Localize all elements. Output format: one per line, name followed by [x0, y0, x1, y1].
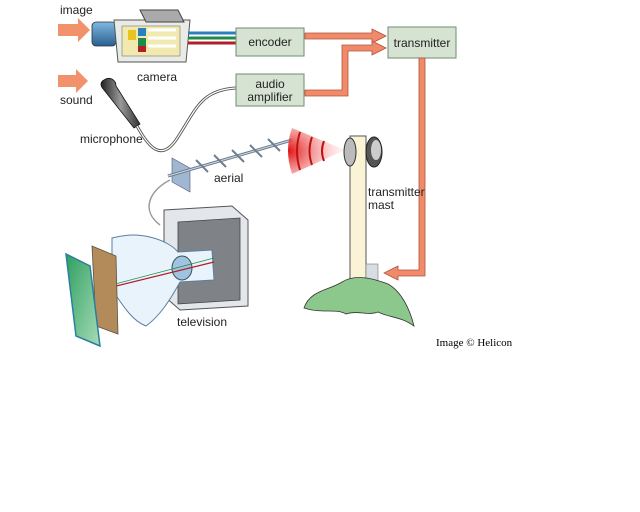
hill: [303, 277, 415, 327]
aerial-label: aerial: [214, 171, 243, 185]
audio-amplifier-box: audio amplifier: [235, 73, 305, 107]
microphone-label: microphone: [80, 132, 143, 146]
camera-illustration: [91, 9, 191, 63]
encoder-to-transmitter-arrow: [304, 28, 387, 44]
sound-input-arrow: [58, 69, 88, 93]
microphone-illustration: [100, 78, 237, 153]
sound-label: sound: [60, 93, 93, 107]
image-credit: Image © Helicon: [436, 337, 513, 349]
image-input-arrow: [58, 18, 90, 42]
camera-signal-wires: [188, 31, 236, 45]
transmitter-mast-label-2: mast: [368, 198, 395, 212]
transmitter-mast-label-1: transmitter: [368, 185, 425, 199]
audio-amplifier-label-2: amplifier: [247, 90, 292, 104]
encoder-label: encoder: [248, 35, 291, 49]
aerial-illustration: [148, 138, 293, 226]
amplifier-to-transmitter-arrow: [304, 40, 387, 97]
image-label: image: [60, 3, 93, 17]
television-illustration: [65, 205, 249, 348]
encoder-box: encoder: [235, 27, 305, 57]
transmitter-to-mast-arrow: [383, 57, 426, 281]
audio-amplifier-label-1: audio: [255, 77, 285, 91]
transmitter-label: transmitter: [394, 36, 451, 50]
camera-label: camera: [137, 70, 177, 84]
transmitter-box: transmitter: [387, 26, 457, 59]
broadcast-signal: [288, 128, 345, 174]
television-label: television: [177, 315, 227, 329]
